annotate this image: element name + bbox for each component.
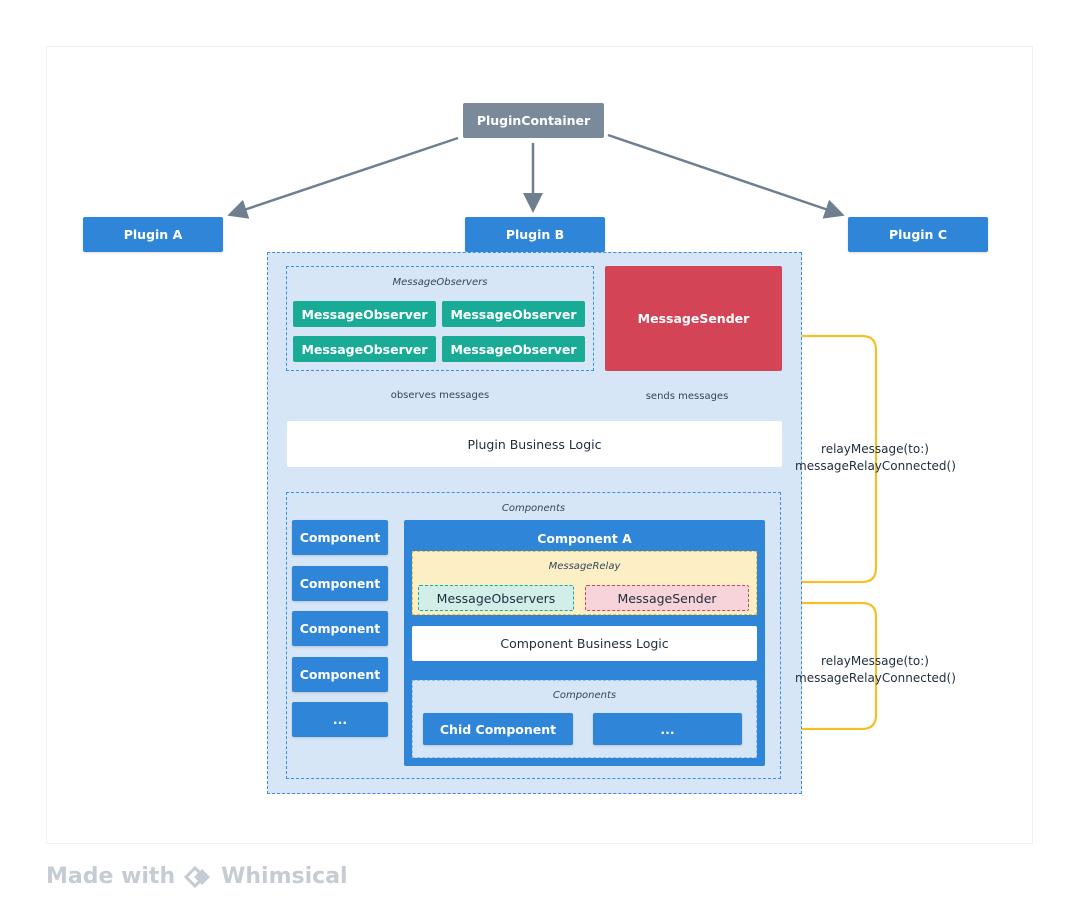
relay-label-lower: relayMessage(to:) messageRelayConnected(… <box>795 653 956 687</box>
message-observer-4[interactable]: MessageObserver <box>442 336 585 362</box>
message-observers-group: MessageObservers <box>286 266 594 371</box>
relay-connector-lower <box>747 601 878 738</box>
relay-label-upper: relayMessage(to:) messageRelayConnected(… <box>795 441 956 475</box>
whimsical-brand-text: Whimsical <box>221 864 348 889</box>
relay-label-upper-line2: messageRelayConnected() <box>795 459 956 473</box>
relay-connector-upper <box>763 334 878 591</box>
inner-ellipsis-node[interactable]: ... <box>593 713 742 745</box>
plugin-b-node[interactable]: Plugin B <box>465 217 605 252</box>
component-node-4[interactable]: Component <box>292 657 388 692</box>
message-sender-node[interactable]: MessageSender <box>605 266 782 371</box>
arrow-container-to-plugin-a <box>227 136 459 219</box>
plugin-a-node[interactable]: Plugin A <box>83 217 223 252</box>
relay-label-lower-line2: messageRelayConnected() <box>795 671 956 685</box>
observes-messages-label: observes messages <box>390 390 490 401</box>
arrow-container-to-plugin-c <box>607 133 845 219</box>
components-title: Components <box>501 503 566 514</box>
message-observer-1[interactable]: MessageObserver <box>293 301 436 327</box>
relay-message-observers-node[interactable]: MessageObservers <box>418 585 574 611</box>
message-observer-3[interactable]: MessageObserver <box>293 336 436 362</box>
relay-label-upper-line1: relayMessage(to:) <box>821 442 929 456</box>
whimsical-logo-icon <box>184 865 211 888</box>
made-with-text: Made with <box>46 864 176 889</box>
made-with-footer: Made with Whimsical <box>46 864 348 889</box>
sends-messages-label: sends messages <box>645 391 729 402</box>
component-node-2[interactable]: Component <box>292 566 388 601</box>
component-a-title: Component A <box>537 531 632 546</box>
component-node-3[interactable]: Component <box>292 611 388 646</box>
components-group: Components <box>286 492 781 779</box>
inner-components-title: Components <box>552 690 617 701</box>
child-component-node[interactable]: Chid Component <box>423 713 573 745</box>
component-ellipsis-node[interactable]: ... <box>292 702 388 737</box>
message-relay-title: MessageRelay <box>548 561 621 572</box>
message-observers-title: MessageObservers <box>392 277 488 288</box>
plugin-c-node[interactable]: Plugin C <box>848 217 988 252</box>
relay-label-lower-line1: relayMessage(to:) <box>821 654 929 668</box>
component-node-1[interactable]: Component <box>292 520 388 555</box>
plugin-container-node[interactable]: PluginContainer <box>463 103 604 138</box>
relay-message-sender-node[interactable]: MessageSender <box>585 585 749 611</box>
plugin-business-logic-node[interactable]: Plugin Business Logic <box>287 421 782 467</box>
component-business-logic-node[interactable]: Component Business Logic <box>412 626 757 661</box>
message-observer-2[interactable]: MessageObserver <box>442 301 585 327</box>
